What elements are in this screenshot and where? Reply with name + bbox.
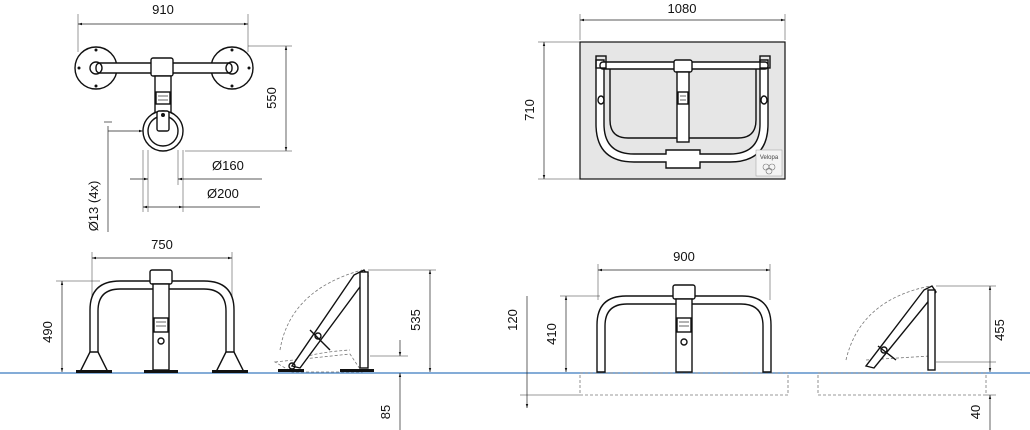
velopa-logo: Velopa	[755, 149, 783, 177]
side-below-label: 85	[378, 405, 393, 419]
embedded-side-below-label: 40	[968, 405, 983, 419]
side-view-embedded: 455 40	[817, 285, 1007, 430]
hoop-outline	[595, 59, 769, 169]
embedded-side-arm	[864, 285, 937, 369]
side-view-surface-mount: 535 85	[273, 269, 436, 430]
front-view-surface-mount: 750 490	[40, 237, 248, 373]
panel-width-label: 1080	[668, 1, 697, 16]
inner-diameter-label: Ø160	[212, 158, 244, 173]
embedded-side-height-label: 455	[992, 319, 1007, 341]
embedded-small-label: 120	[505, 309, 520, 331]
outer-diameter-label: Ø200	[207, 186, 239, 201]
embedded-height-label: 410	[544, 323, 559, 345]
width-dimension-label: 910	[152, 2, 174, 17]
front-width-label: 750	[151, 237, 173, 252]
embedded-width-label: 900	[673, 249, 695, 264]
plan-view-embedded: 1080 Velopa 710	[522, 1, 786, 180]
plan-view-surface-mount: 910 550 Ø160	[74, 2, 292, 232]
depth-dimension-label: 550	[264, 87, 279, 109]
hole-diameter-note: Ø13 (4x)	[86, 181, 101, 232]
panel-depth-label: 710	[522, 99, 537, 121]
foundation-outline	[579, 372, 789, 396]
front-height-label: 490	[40, 321, 55, 343]
lock-housing	[150, 57, 174, 77]
embedded-hoop	[596, 295, 772, 373]
svg-text:Velopa: Velopa	[760, 155, 779, 161]
swing-arc	[279, 269, 363, 351]
side-arm	[290, 269, 369, 369]
side-height-label: 535	[408, 309, 423, 331]
side-post	[359, 271, 369, 369]
front-view-embedded: 900 410 120	[505, 249, 789, 408]
front-post	[152, 283, 170, 371]
